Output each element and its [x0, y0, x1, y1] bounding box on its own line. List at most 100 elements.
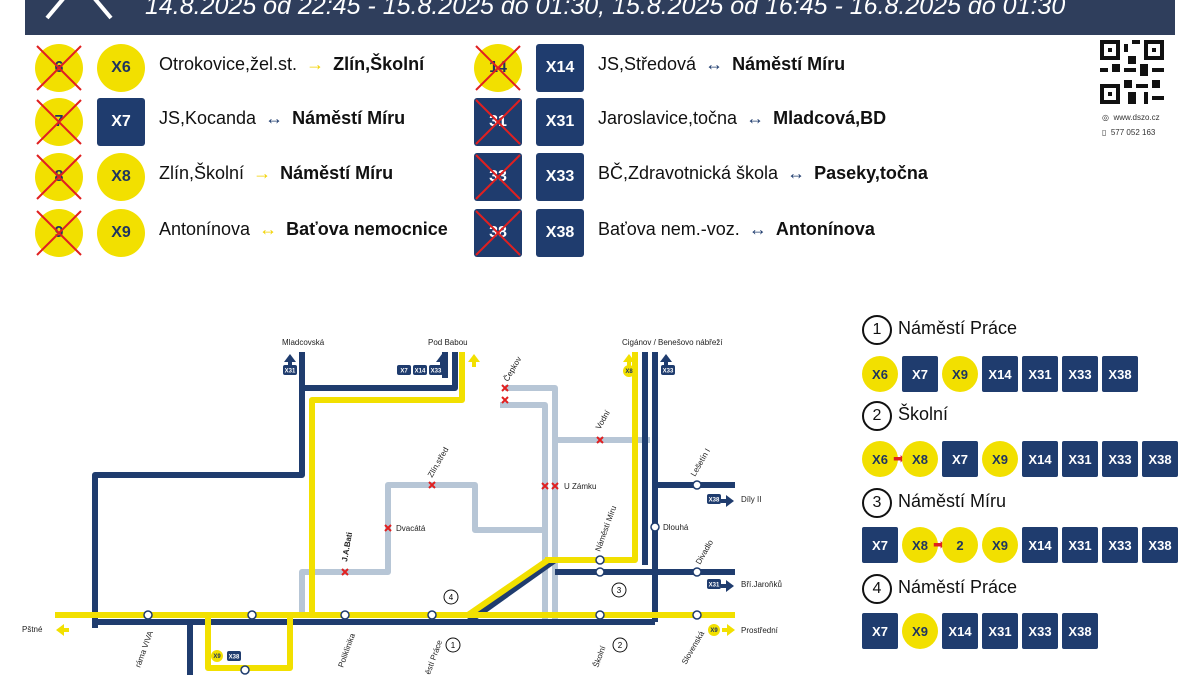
- legend-chip: X6: [862, 356, 898, 392]
- map-tag: X33: [431, 369, 442, 375]
- stop-label: J.A.Bati: [340, 531, 354, 562]
- map-tag: X7: [400, 369, 408, 375]
- legend-title: 3 Náměstí Míru: [862, 488, 1006, 518]
- map-tag: X38: [709, 498, 720, 504]
- legend-chip: X33: [1102, 527, 1138, 563]
- route-origin: Antonínova: [159, 219, 251, 239]
- closed-stop-crosses: [341, 384, 604, 576]
- transfer-arrow-icon: ➡: [893, 450, 905, 466]
- numbered-markers: 4 1 3 2: [443, 582, 628, 653]
- route-destination: Zlín,Školní: [333, 54, 425, 74]
- replacement-line-badge: X33: [536, 153, 584, 201]
- route-destination: Náměstí Míru: [732, 54, 846, 74]
- route-origin: Baťova nem.-voz.: [598, 219, 740, 239]
- transfer-arrow-icon: ➡: [933, 536, 945, 552]
- stop-label: Díly II: [741, 495, 761, 504]
- stop-label: Dlouhá: [663, 523, 689, 532]
- cancelled-line-badge: 33: [474, 153, 522, 201]
- route-row: 31 X31 Jaroslavice,točna ↔ Mladcová,BD: [474, 98, 954, 146]
- legend-chip: X33: [1102, 441, 1138, 477]
- route-description: JS,Středová ↔ Náměstí Míru: [598, 54, 845, 75]
- marker-number: 2: [618, 641, 623, 650]
- website-contact[interactable]: ◎ www.dszo.cz: [1102, 113, 1160, 122]
- replacement-line-badge: X7: [97, 98, 145, 146]
- route-row: 8 X8 Zlín,Školní → Náměstí Míru: [35, 153, 475, 201]
- legend-stop-name: Školní: [898, 404, 949, 424]
- qr-code-icon[interactable]: [1100, 40, 1164, 104]
- two-way-arrow-icon: ↔: [705, 54, 724, 74]
- legend-chip: 2: [942, 527, 978, 563]
- cancel-cross-icon: [36, 154, 82, 200]
- legend-chip: X33: [1022, 613, 1058, 649]
- legend-number: 4: [862, 574, 892, 604]
- direction-arrows: [56, 354, 735, 636]
- stop-label: Divadlo: [694, 538, 715, 566]
- legend-chip: X8: [902, 527, 938, 563]
- legend-chip: X14: [1022, 527, 1058, 563]
- map-tag: X38: [229, 655, 240, 661]
- replacement-line-badge: X8: [97, 153, 145, 201]
- route-description: BČ,Zdravotnická škola ↔ Paseky,točna: [598, 163, 928, 184]
- marker-number: 4: [449, 593, 454, 602]
- stop-label: Cigánov / Benešovo nábřeží: [622, 338, 723, 347]
- header-banner: 14.8.2025 od 22:45 - 15.8.2025 do 01:30,…: [25, 0, 1175, 35]
- legend-stop-name: Náměstí Míru: [898, 491, 1007, 511]
- cancelled-line-badge: 7: [35, 98, 83, 146]
- cancelled-line-badge: 38: [474, 209, 522, 257]
- cancelled-line-badge: 31: [474, 98, 522, 146]
- stop-label: Čepkov: [502, 355, 523, 383]
- cancelled-line-badge: 8: [35, 153, 83, 201]
- route-origin: Otrokovice,žel.st.: [159, 54, 298, 74]
- legend-chip: X33: [1062, 356, 1098, 392]
- legend-chip: X7: [902, 356, 938, 392]
- one-way-arrow-icon: →: [253, 163, 272, 183]
- marker-number: 1: [451, 641, 456, 650]
- route-description: Jaroslavice,točna ↔ Mladcová,BD: [598, 108, 886, 129]
- one-way-arrow-icon: →: [306, 54, 325, 74]
- phone-contact[interactable]: ▯ 577 052 163: [1102, 128, 1155, 137]
- marker-number: 3: [617, 586, 622, 595]
- stop-label: ráma VIVA: [133, 629, 155, 668]
- stop-label: Pod Babou: [428, 338, 468, 347]
- route-origin: JS,Kocanda: [159, 108, 257, 128]
- legend-chip: X38: [1142, 527, 1178, 563]
- legend-number: 3: [862, 488, 892, 518]
- replacement-line-badge: X38: [536, 209, 584, 257]
- route-row: 9 X9 Antonínova ↔ Baťova nemocnice: [35, 209, 475, 257]
- route-description: Otrokovice,žel.st. → Zlín,Školní: [159, 54, 424, 75]
- two-way-arrow-icon: ↔: [265, 108, 284, 128]
- route-row: 33 X33 BČ,Zdravotnická škola ↔ Paseky,to…: [474, 153, 954, 201]
- replacement-line-badge: X14: [536, 44, 584, 92]
- globe-icon: ◎: [1102, 113, 1109, 122]
- phone-icon: ▯: [1102, 128, 1107, 137]
- stop-label: Lešetín I: [689, 447, 712, 478]
- cancelled-line-badge: 14: [474, 44, 522, 92]
- cancel-cross-icon: [36, 45, 82, 91]
- route-description: JS,Kocanda ↔ Náměstí Míru: [159, 108, 405, 129]
- legend-chip: X7: [862, 613, 898, 649]
- legend-chip: X31: [982, 613, 1018, 649]
- legend-chip: X14: [942, 613, 978, 649]
- stop-label: Bří.Jaroňků: [741, 580, 782, 589]
- stop-label: Vodní: [594, 408, 612, 431]
- map-tag: X31: [285, 369, 296, 375]
- stop-label: Pštné: [22, 625, 43, 634]
- replacement-line-badge: X6: [97, 44, 145, 92]
- two-way-arrow-icon: ↔: [746, 108, 765, 128]
- route-destination: Mladcová,BD: [773, 108, 887, 128]
- stop-label: Dvacátá: [396, 524, 426, 533]
- map-tag: X14: [415, 369, 426, 375]
- two-way-arrow-icon: ↔: [787, 163, 806, 183]
- cancel-cross-icon: [475, 154, 521, 200]
- cancelled-line-badge: 9: [35, 209, 83, 257]
- cancel-cross-icon: [475, 45, 521, 91]
- legend-chip: X31: [1062, 441, 1098, 477]
- route-destination: Náměstí Míru: [280, 163, 394, 183]
- yellow-route-lines: [55, 352, 735, 671]
- legend-stop-name: Náměstí Práce: [898, 318, 1018, 338]
- line-tags: X31 X7 X14 X33 X8 X33 X38 X31 X9 X9 X38: [211, 365, 721, 662]
- legend-chip: X31: [1022, 356, 1058, 392]
- route-row: 6 X6 Otrokovice,žel.st. → Zlín,Školní: [35, 44, 475, 92]
